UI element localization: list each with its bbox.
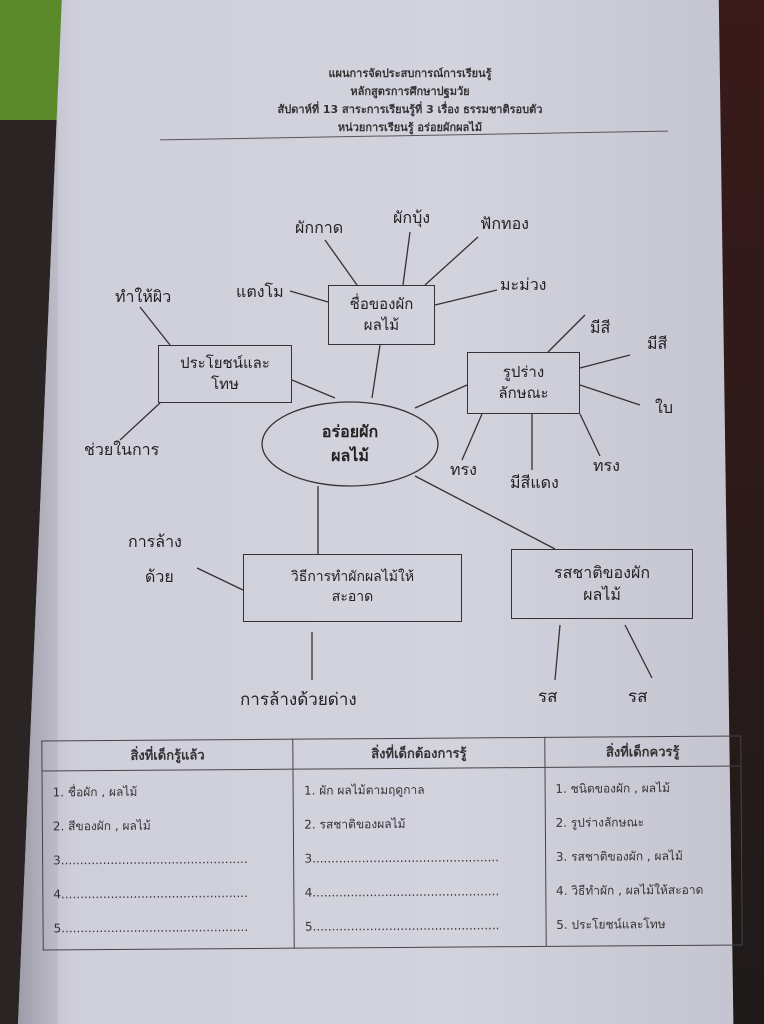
node-label: โทษ <box>211 375 239 393</box>
node-label: รสชาติของผัก <box>553 562 650 582</box>
table-column-known: 1. ชื่อผัก , ผลไม้ 2. สีของผัก , ผลไม้ 3..… <box>41 769 295 950</box>
list-item: 4. วิธีทำผัก , ผลไม้ให้สะอาด <box>555 882 704 898</box>
doc-week-line: สัปดาห์ที่ 13 สาระการเรียนรู้ที่ 3 เรื่อ… <box>277 103 543 116</box>
table-column-want: 1. ผัก ผลไม้ตามฤดูกาล 2. รสชาติของผลไม้ 3.… <box>293 767 546 949</box>
doc-unit-line: หน่วยการเรียนรู้ อร่อยผักผลไม้ <box>337 121 483 134</box>
list-item: 3.......................................… <box>53 852 248 868</box>
node-label: ลักษณะ <box>498 384 549 402</box>
list-item: 3.......................................… <box>304 850 500 866</box>
node-label: สะอาด <box>331 589 374 605</box>
table-header: สิ่งที่เด็กควรรู้ <box>544 736 741 768</box>
center-label: ผลไม้ <box>331 446 369 465</box>
leaf: มีสี <box>647 334 668 353</box>
doc-subtitle: หลักสูตรการศึกษาปฐมวัย <box>350 85 470 98</box>
center-node: อร่อยผักผลไม้ <box>314 420 386 468</box>
node-taste: รสชาติของผักผลไม้ <box>511 549 693 619</box>
list-item: 5. ประโยชน์และโทษ <box>556 917 666 932</box>
leaf: ทรง <box>450 460 477 479</box>
node-label: ประโยชน์และ <box>180 354 270 372</box>
leaf: มะม่วง <box>500 275 547 294</box>
node-names: ชื่อของผักผลไม้ <box>328 285 435 345</box>
leaf: การล้าง <box>128 532 182 551</box>
table-header: สิ่งที่เด็กต้องการรู้ <box>293 737 545 770</box>
list-item: 4.......................................… <box>53 886 248 902</box>
leaf: มีสี <box>590 318 611 337</box>
center-ellipse <box>261 401 439 487</box>
table-header: สิ่งที่เด็กรู้แล้ว <box>41 739 294 771</box>
node-label: ผลไม้ <box>583 585 621 604</box>
center-label: อร่อยผัก <box>321 422 379 441</box>
list-item: 1. ชนิดของผัก , ผลไม้ <box>555 781 671 796</box>
list-item: 2. สีของผัก , ผลไม้ <box>52 818 151 834</box>
leaf: ฟักทอง <box>480 214 529 233</box>
list-item: 3. รสชาติของผัก , ผลไม้ <box>555 848 683 864</box>
node-label: ชื่อของผัก <box>349 295 414 313</box>
list-item: 2. รูปร่างลักษณะ <box>555 815 645 830</box>
leaf: ผักกาด <box>295 218 344 237</box>
list-item: 1. ผัก ผลไม้ตามฤดูกาล <box>303 782 425 798</box>
doc-title: แผนการจัดประสบการณ์การเรียนรู้ <box>328 67 492 80</box>
leaf: ผักบุ้ง <box>393 208 431 227</box>
leaf: ช่วยในการ <box>84 440 160 459</box>
leaf: ทรง <box>593 456 620 475</box>
node-label: ผลไม้ <box>363 316 400 334</box>
list-item: 5.......................................… <box>53 920 249 936</box>
leaf: แตงโม <box>236 282 284 301</box>
leaf: ใบ <box>655 398 673 417</box>
leaf: มีสีแดง <box>510 473 559 492</box>
leaf: ทำให้ผิว <box>115 287 172 306</box>
list-item: 4.......................................… <box>304 884 500 900</box>
node-label: รูปร่าง <box>502 363 545 381</box>
leaf: การล้างด้วยด่าง <box>240 690 357 710</box>
table-column-should: 1. ชนิดของผัก , ผลไม้ 2. รูปร่างลักษณะ 3. … <box>544 766 743 947</box>
node-label: วิธีการทำผักผลไม้ให้ <box>290 569 415 586</box>
node-benefit: ประโยชน์และโทษ <box>158 345 292 403</box>
knowledge-table: สิ่งที่เด็กรู้แล้ว สิ่งที่เด็กต้องการรู้… <box>41 736 743 951</box>
list-item: 1. ชื่อผัก , ผลไม้ <box>52 784 138 800</box>
list-item: 5.......................................… <box>304 918 500 934</box>
leaf: รส <box>628 687 648 707</box>
leaf: รส <box>538 687 558 707</box>
node-shape: รูปร่างลักษณะ <box>467 352 580 414</box>
list-item: 2. รสชาติของผลไม้ <box>304 816 406 832</box>
node-clean: วิธีการทำผักผลไม้ให้สะอาด <box>243 554 462 622</box>
leaf: ด้วย <box>145 567 174 586</box>
